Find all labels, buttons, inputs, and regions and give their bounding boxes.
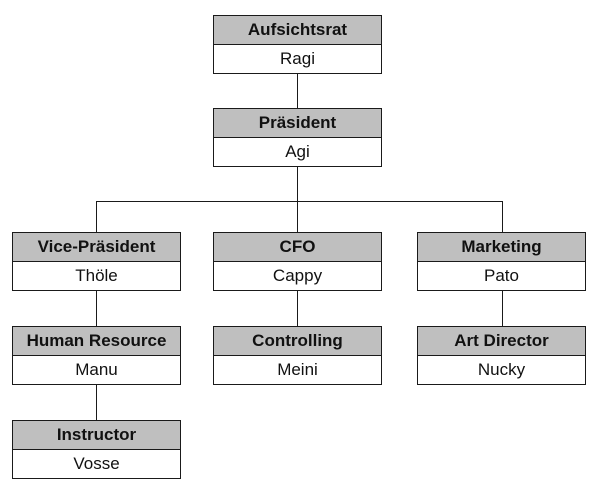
node-name: Manu: [75, 360, 118, 379]
node-title: Human Resource: [13, 327, 180, 356]
connector-to-marketing: [502, 201, 503, 232]
node-human-resource: Human Resource Manu: [12, 326, 181, 385]
node-title: CFO: [214, 233, 381, 262]
node-title: Aufsichtsrat: [214, 16, 381, 45]
connector-praesident-down: [297, 167, 298, 201]
node-title: Instructor: [13, 421, 180, 450]
connector-horizontal-bus: [96, 201, 503, 202]
node-cfo: CFO Cappy: [213, 232, 382, 291]
node-controlling: Controlling Meini: [213, 326, 382, 385]
node-aufsichtsrat: Aufsichtsrat Ragi: [213, 15, 382, 74]
node-title: Art Director: [418, 327, 585, 356]
node-marketing: Marketing Pato: [417, 232, 586, 291]
connector-cfo-controlling: [297, 290, 298, 326]
node-vice-praesident: Vice-Präsident Thöle: [12, 232, 181, 291]
node-title: Vice-Präsident: [13, 233, 180, 262]
node-name: Thöle: [75, 266, 118, 285]
connector-human-resource-instructor: [96, 385, 97, 420]
node-name: Nucky: [477, 360, 526, 379]
connector-aufsichtsrat-praesident: [297, 74, 298, 108]
node-title: Controlling: [214, 327, 381, 356]
node-art-director: Art Director Nucky: [417, 326, 586, 385]
connector-to-vice-praesident: [96, 201, 97, 232]
connector-vice-human-resource: [96, 290, 97, 326]
node-name: Cappy: [272, 266, 323, 285]
node-title: Präsident: [214, 109, 381, 138]
node-name: Vosse: [73, 454, 120, 473]
node-praesident: Präsident Agi: [213, 108, 382, 167]
node-name: Pato: [484, 266, 519, 285]
node-instructor: Instructor Vosse: [12, 420, 181, 479]
node-name: Ragi: [280, 49, 315, 68]
node-name: Meini: [277, 360, 318, 379]
node-title: Marketing: [418, 233, 585, 262]
connector-marketing-art-director: [502, 290, 503, 326]
node-name: Agi: [285, 142, 310, 161]
connector-to-cfo: [297, 201, 298, 232]
